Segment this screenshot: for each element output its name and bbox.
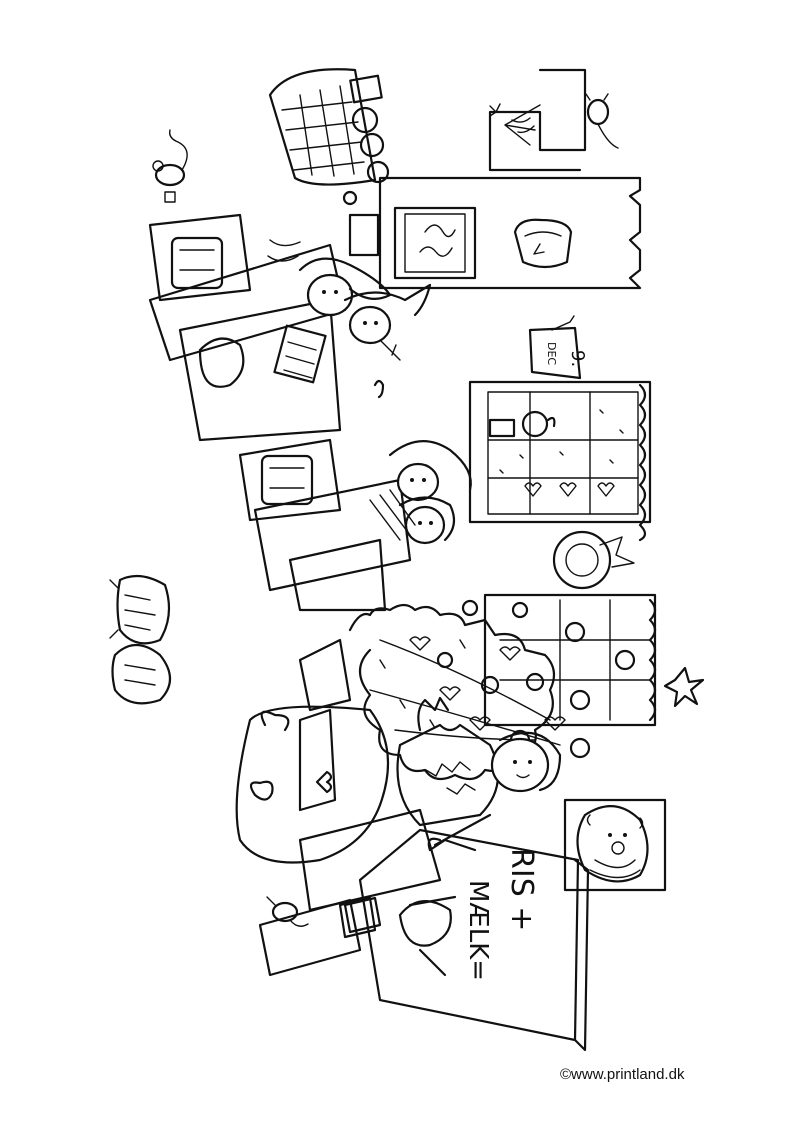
- calendar-day: 9.: [567, 350, 588, 367]
- window-upper: [470, 382, 650, 540]
- wreath: [554, 532, 634, 588]
- board-text-line1: RIS +: [504, 848, 539, 931]
- basket: [270, 69, 388, 204]
- teacher-desk: [260, 810, 440, 975]
- stove: [350, 178, 640, 288]
- middle-desks: [240, 440, 471, 610]
- advent-calendar-sign: 9. DEC: [530, 316, 588, 378]
- doorway: [490, 70, 618, 170]
- stool: [340, 898, 375, 937]
- calendar-month: DEC: [545, 342, 558, 365]
- mouse-bottom-left: [267, 897, 308, 926]
- chalkboard: [360, 815, 588, 1050]
- mouse-top-left: [153, 130, 187, 202]
- teacher: [237, 640, 560, 863]
- sleeping-cat: [110, 576, 170, 703]
- copyright-text: ©www.printland.dk: [560, 1066, 685, 1083]
- upper-desks: [150, 215, 430, 440]
- board-text-line2: MÆLK=: [463, 880, 493, 981]
- santa-portrait: [565, 800, 665, 890]
- christmas-tree: [350, 601, 703, 779]
